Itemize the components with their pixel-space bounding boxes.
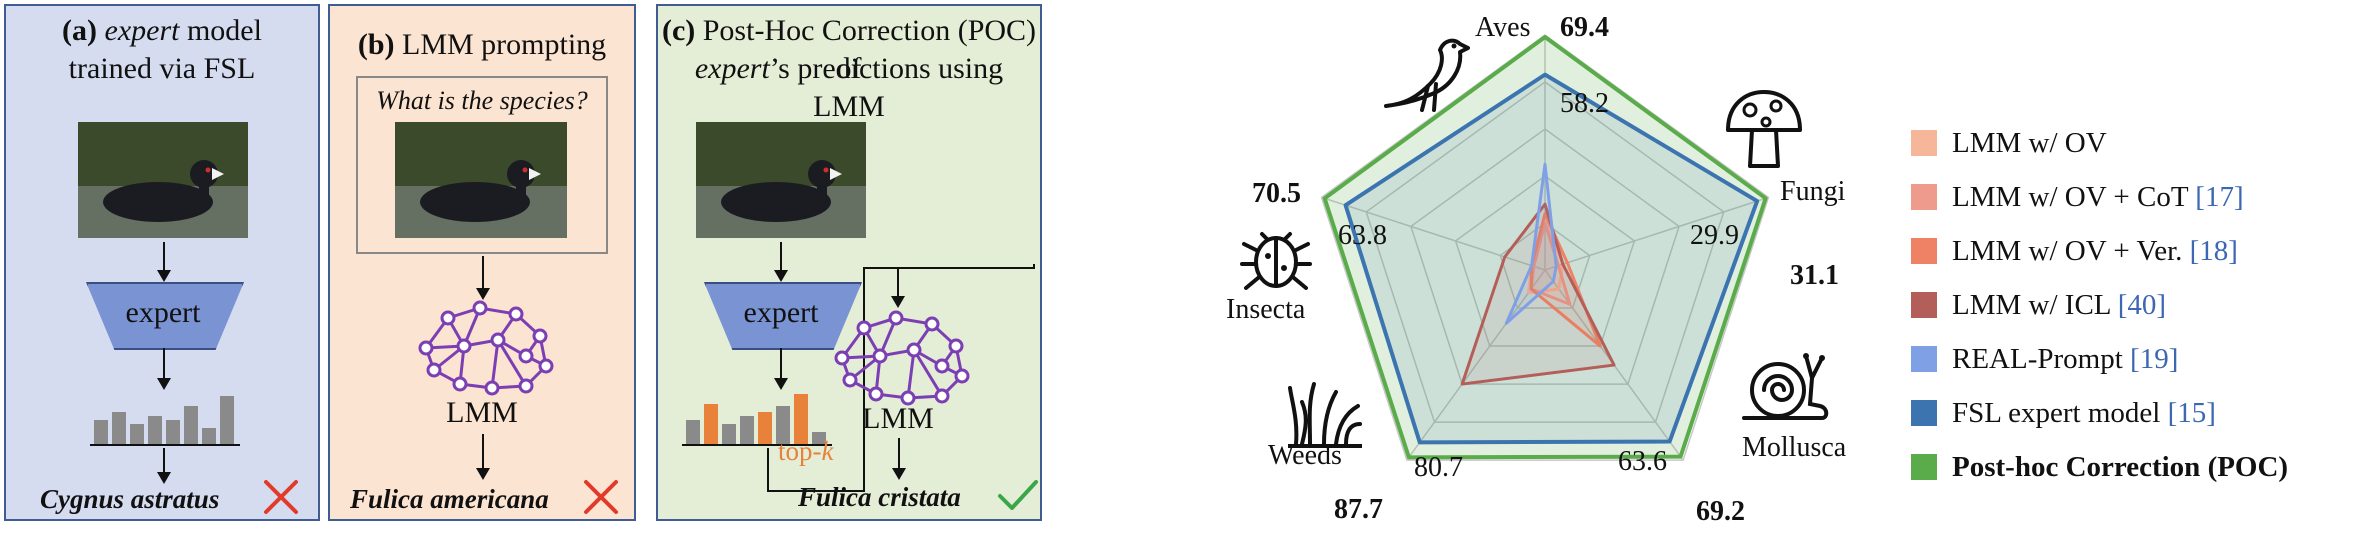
legend-swatch-0	[1911, 130, 1937, 156]
bird-icon	[1384, 38, 1470, 112]
legend-item-4: REAL-Prompt [19]	[1952, 343, 2179, 375]
expert-value-aves: 58.2	[1560, 88, 1609, 119]
radar-grid-ring	[1410, 128, 1680, 385]
check-icon	[998, 480, 1038, 510]
poc-value-weeds: 87.7	[1334, 494, 1383, 525]
legend-swatch-6	[1911, 454, 1937, 480]
question-text: What is the species?	[376, 86, 588, 115]
expert-value-fungi: 29.9	[1690, 220, 1739, 251]
lmm-network-icon	[418, 300, 554, 396]
grass-icon	[1288, 382, 1362, 448]
expert-value-mollusca: 63.6	[1618, 446, 1667, 477]
radar-expert-polygon	[1343, 72, 1760, 445]
legend-swatch-5	[1911, 400, 1937, 426]
panel-b-title: (b) LMM prompting	[357, 28, 607, 61]
legend-item-0: LMM w/ OV	[1952, 127, 2107, 159]
panel-c-title-line2: expert’s predictions using LMM	[694, 52, 1004, 123]
poc-value-aves: 69.4	[1560, 12, 1609, 43]
lmm-network-icon	[834, 310, 970, 406]
radar-grid-ring	[1320, 34, 1770, 461]
prediction-histogram	[90, 396, 240, 446]
mushroom-icon	[1726, 90, 1802, 168]
lmm-label: LMM	[862, 402, 934, 435]
connector-line	[767, 264, 1035, 492]
panel-a-title-line2: trained via FSL	[68, 52, 256, 85]
panel-b: (b) LMM prompting What is the species? L…	[328, 4, 636, 521]
cross-icon	[264, 480, 298, 514]
legend-item-6: Post-hoc Correction (POC)	[1952, 451, 2289, 483]
radar-series-4	[1504, 162, 1558, 325]
beetle-icon	[1240, 232, 1312, 290]
expert-value-insecta: 63.8	[1338, 220, 1387, 251]
panel-c-title: (c) Post-Hoc Correction (POC) of	[661, 14, 1037, 85]
panel-b-prediction: Fulica americana	[350, 484, 549, 514]
axis-label-mollusca: Mollusca	[1742, 432, 1847, 463]
legend-item-5: FSL expert model [15]	[1952, 397, 2216, 429]
panel-c: (c) Post-Hoc Correction (POC) of expert’…	[656, 4, 1042, 521]
panel-a-prediction: Cygnus astratus	[40, 484, 220, 514]
radar-grid-ring	[1499, 222, 1591, 309]
expert-value-weeds: 80.7	[1414, 452, 1463, 483]
panel-c-prediction: Fulica cristata	[798, 482, 961, 512]
legend-swatch-1	[1911, 184, 1937, 210]
legend-item-2: LMM w/ OV + Ver. [18]	[1952, 235, 2238, 267]
panel-a-title: (a) expert model	[62, 14, 262, 47]
legend-swatch-2	[1911, 238, 1937, 264]
snail-icon	[1742, 353, 1829, 420]
radar-grid-ring	[1454, 175, 1636, 347]
coot-photo	[395, 122, 567, 238]
axis-label-aves: Aves	[1475, 12, 1531, 43]
poc-value-fungi: 31.1	[1790, 260, 1839, 291]
poc-value-mollusca: 69.2	[1696, 496, 1745, 527]
axis-label-insecta: Insecta	[1226, 294, 1306, 325]
coot-photo	[78, 122, 248, 238]
cross-icon	[584, 480, 618, 514]
poc-value-insecta: 70.5	[1252, 178, 1301, 209]
expert-label: expert	[743, 296, 819, 329]
lmm-label: LMM	[446, 396, 518, 429]
axis-label-weeds: Weeds	[1268, 440, 1342, 471]
prompt-box: What is the species?	[356, 76, 608, 254]
prediction-histogram	[682, 394, 832, 446]
radar-grid-ring	[1365, 81, 1725, 423]
radar-spoke	[1544, 196, 1769, 271]
panel-a: (a) expert model trained via FSL expert …	[4, 4, 320, 521]
legend-swatch-4	[1911, 346, 1937, 372]
coot-photo	[696, 122, 866, 238]
legend-item-1: LMM w/ OV + CoT [17]	[1952, 181, 2244, 213]
radar-spoke	[1321, 196, 1546, 271]
expert-label: expert	[125, 296, 201, 329]
topk-label: top-k	[778, 436, 834, 466]
axis-label-fungi: Fungi	[1780, 176, 1846, 207]
legend-swatch-3	[1911, 292, 1937, 318]
radar-spoke	[1406, 269, 1546, 461]
legend-item-3: LMM w/ ICL [40]	[1952, 289, 2167, 321]
